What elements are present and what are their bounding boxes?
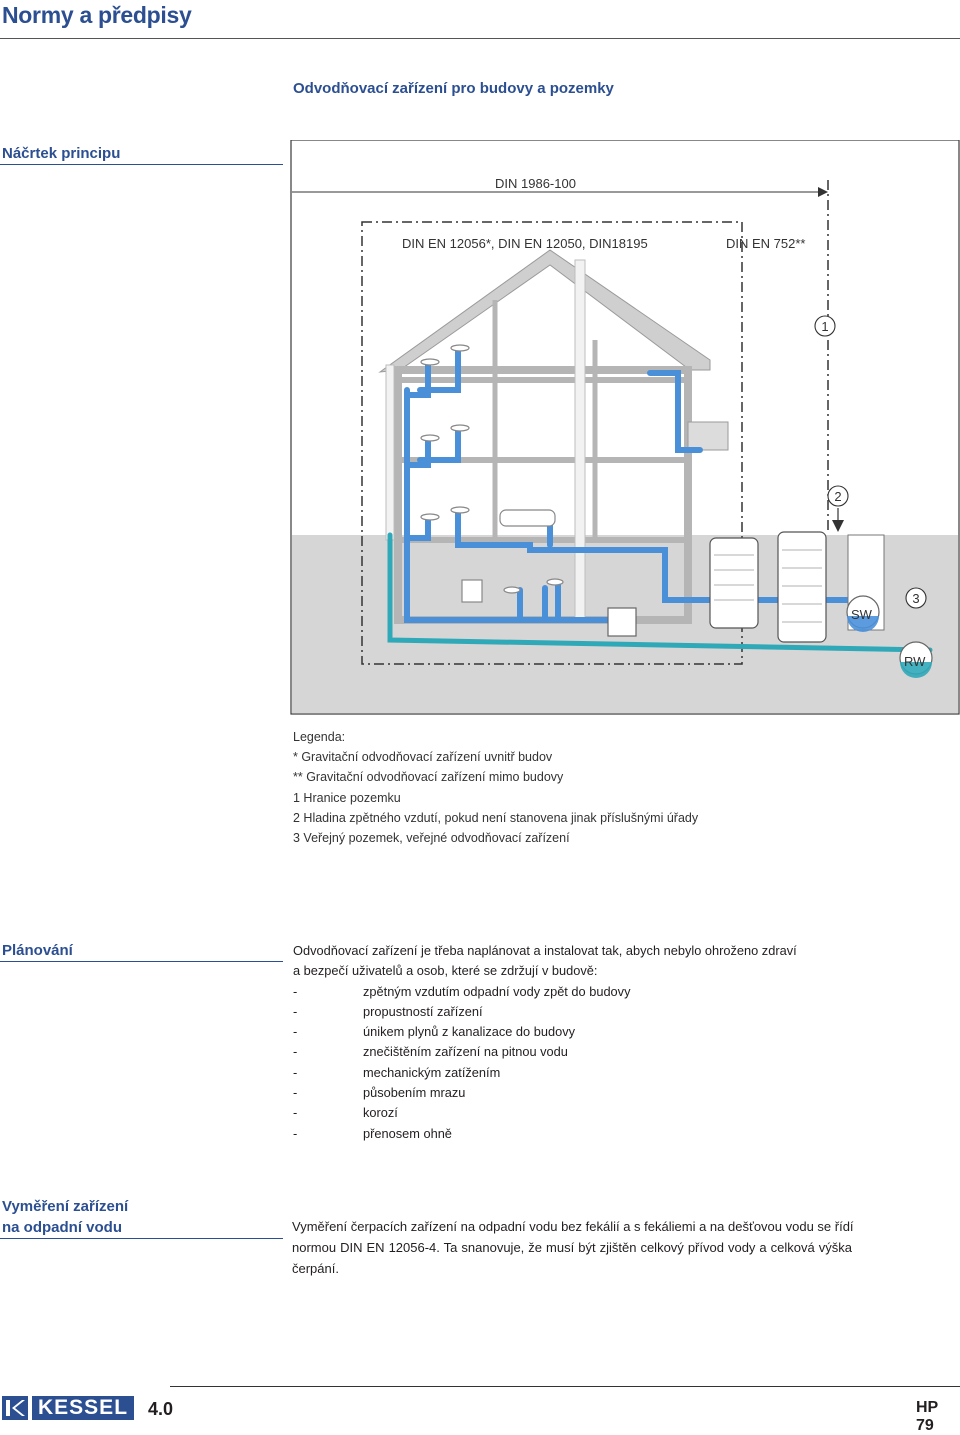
footer-page-number: HP 79 xyxy=(916,1399,938,1434)
section-label-sizing: Vyměření zařízení na odpadní vodu xyxy=(2,1196,128,1238)
tank-ribs xyxy=(714,549,822,623)
legend-line: 2 Hladina zpětného vzdutí, pokud není st… xyxy=(293,810,699,825)
rainwater-pipe xyxy=(387,532,933,653)
planning-intro-line2: a bezpečí uživatelů a osob, které se zdr… xyxy=(293,963,598,979)
list-item: -korozí xyxy=(293,1105,398,1121)
list-item: -působením mrazu xyxy=(293,1085,466,1101)
balcony xyxy=(687,421,729,451)
sizing-text-line1: Vyměření čerpacích zařízení na odpadní v… xyxy=(292,1219,854,1234)
pump-station xyxy=(607,607,637,637)
section-rule-sizing xyxy=(0,1238,283,1239)
legend: Legenda: * Gravitační odvodňovací zaříze… xyxy=(293,727,698,848)
label-din1986: DIN 1986-100 xyxy=(495,176,576,191)
planning-text: Odvodňovací zařízení je třeba naplánovat… xyxy=(293,941,797,1144)
vent-stack xyxy=(574,259,586,621)
planning-intro-line1: Odvodňovací zařízení je třeba naplánovat… xyxy=(293,943,797,958)
section-rule-planning xyxy=(0,961,283,962)
header-divider xyxy=(0,38,960,39)
sanitary-fixtures xyxy=(420,344,564,603)
section-label-sizing-line2: na odpadní vodu xyxy=(2,1219,122,1236)
section-label-sizing-line1: Vyměření zařízení xyxy=(2,1198,129,1215)
list-item: -mechanickým zatížením xyxy=(293,1064,501,1080)
marker-1: 1 xyxy=(814,315,836,337)
legend-title: Legenda: xyxy=(293,730,346,744)
din1986-arrowhead xyxy=(818,187,828,197)
footer-divider xyxy=(170,1386,960,1387)
list-item: -přenosem ohně xyxy=(293,1125,452,1141)
list-item: -únikem plynů z kanalizace do budovy xyxy=(293,1024,575,1040)
brand-name: KESSEL xyxy=(32,1396,135,1420)
document-title: Odvodňovací zařízení pro budovy a pozemk… xyxy=(293,80,614,97)
label-sw: SW xyxy=(851,607,873,622)
kessel-logo-icon xyxy=(2,1396,28,1420)
svg-text:1: 1 xyxy=(821,319,828,334)
label-rw: RW xyxy=(904,654,926,669)
footer-section-number: 4.0 xyxy=(148,1399,174,1419)
legend-line: 3 Veřejný pozemek, veřejné odvodňovací z… xyxy=(293,831,570,846)
legend-line: ** Gravitační odvodňovací zařízení mimo … xyxy=(293,770,564,785)
list-item: -znečištěním zařízení na pitnou vodu xyxy=(293,1044,568,1060)
brand-logo: KESSEL xyxy=(2,1395,135,1421)
legend-line: 1 Hranice pozemku xyxy=(293,790,401,805)
section-label-planning: Plánování xyxy=(2,942,73,959)
section-label-sketch: Náčrtek principu xyxy=(2,145,121,162)
drainage-diagram: DIN 1986-100 DIN EN 12056*, DIN EN 12050… xyxy=(290,140,960,715)
section-rule-sketch xyxy=(0,164,283,165)
legend-line: * Gravitační odvodňovací zařízení uvnitř… xyxy=(293,750,553,765)
page-header-title: Normy a předpisy xyxy=(2,2,192,28)
list-item: -zpětným vzdutím odpadní vody zpět do bu… xyxy=(293,983,631,999)
marker-3: 3 xyxy=(905,587,927,609)
separator-tanks xyxy=(709,531,827,643)
wastewater-pipes xyxy=(404,347,853,623)
svg-text:3: 3 xyxy=(912,591,919,606)
list-item: -propustností zařízení xyxy=(293,1003,483,1019)
sizing-text: Vyměření čerpacích zařízení na odpadní v… xyxy=(292,1216,854,1279)
marker-2: 2 xyxy=(827,485,849,507)
sizing-text-line3: čerpání. xyxy=(292,1261,339,1276)
label-din-en-12056: DIN EN 12056*, DIN EN 12050, DIN18195 xyxy=(402,236,648,251)
rain-downpipe xyxy=(385,364,395,541)
svg-text:2: 2 xyxy=(834,489,841,504)
label-din-en-752: DIN EN 752** xyxy=(726,236,805,251)
backflow-level-arrow xyxy=(832,520,844,532)
inner-boundary xyxy=(361,221,743,665)
sizing-text-line2: normou DIN EN 12056-4. Ta snanovuje, že … xyxy=(292,1240,852,1255)
